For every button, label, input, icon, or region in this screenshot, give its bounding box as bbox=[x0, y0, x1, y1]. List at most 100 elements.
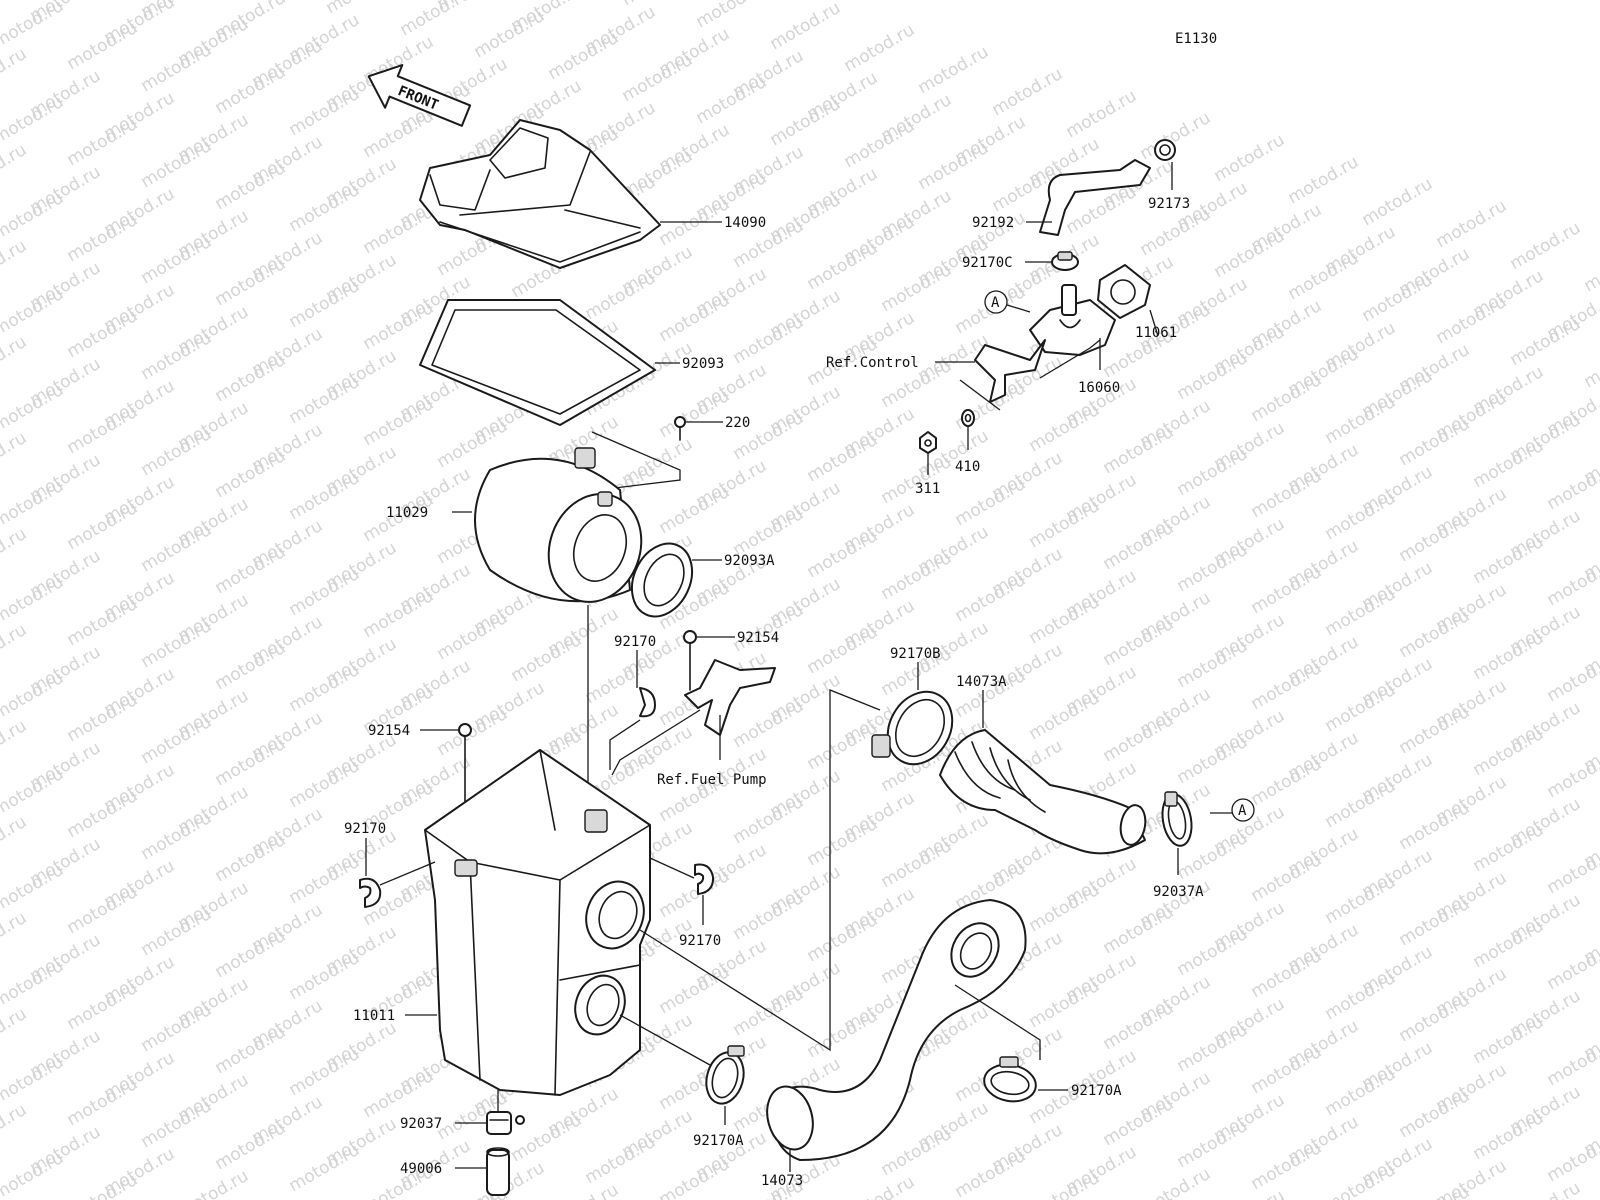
watermark-text: motod.ru bbox=[1581, 336, 1600, 392]
label-410: 410 bbox=[955, 459, 980, 475]
watermark-text: motod.ru bbox=[360, 298, 438, 354]
watermark-text: motod.ru bbox=[360, 106, 438, 162]
watermark-text: motod.ru bbox=[1470, 532, 1548, 588]
watermark-text: motod.ru bbox=[952, 474, 1030, 530]
watermark-text: motod.ru bbox=[212, 542, 290, 598]
watermark-text: motod.ru bbox=[656, 1154, 734, 1200]
part-16060-valve bbox=[1029, 284, 1116, 356]
watermark-text: motod.ru bbox=[1100, 422, 1178, 478]
watermark-text: motod.ru bbox=[1137, 108, 1215, 164]
watermark-text: motod.ru bbox=[434, 416, 512, 472]
watermark-text: motod.ru bbox=[360, 586, 438, 642]
watermark-text: motod.ru bbox=[878, 836, 956, 892]
watermark-text: motod.ru bbox=[878, 548, 956, 604]
watermark-text: motod.ru bbox=[212, 158, 290, 214]
watermark-text: motod.ru bbox=[138, 136, 216, 192]
ref-marker-a-upper: A bbox=[984, 290, 1008, 314]
watermark-text: motod.ru bbox=[1137, 204, 1215, 260]
watermark-text: motod.ru bbox=[952, 570, 1030, 626]
watermark-text: motod.ru bbox=[804, 1006, 882, 1062]
part-92170-clip-upper bbox=[639, 687, 656, 718]
label-16060: 16060 bbox=[1078, 380, 1120, 396]
watermark-text: motod.ru bbox=[1396, 1086, 1474, 1142]
watermark-text: motod.ru bbox=[138, 712, 216, 768]
watermark-text: motod.ru bbox=[64, 786, 142, 842]
watermark-text: motod.ru bbox=[1026, 496, 1104, 552]
watermark-text: motod.ru bbox=[1470, 724, 1548, 780]
part-11029-filter bbox=[474, 447, 643, 603]
watermark-text: motod.ru bbox=[841, 1172, 919, 1200]
watermark-text: motod.ru bbox=[1248, 946, 1326, 1002]
watermark-text: motod.ru bbox=[1211, 226, 1289, 282]
part-11011-housing bbox=[424, 749, 651, 1096]
watermark-text: motod.ru bbox=[360, 1066, 438, 1122]
label-14073: 14073 bbox=[761, 1173, 803, 1189]
watermark-text: motod.ru bbox=[804, 910, 882, 966]
part-14090-cover bbox=[419, 119, 661, 269]
watermark-text: motod.ru bbox=[0, 812, 30, 868]
watermark-text: motod.ru bbox=[64, 594, 142, 650]
watermark-text: motod.ru bbox=[138, 232, 216, 288]
part-220-screw bbox=[674, 416, 686, 441]
label-92170B: 92170B bbox=[890, 646, 941, 662]
label-92170-upper: 92170 bbox=[614, 634, 656, 650]
watermark-text: motod.ru bbox=[1285, 248, 1363, 304]
label-11029: 11029 bbox=[386, 505, 428, 521]
watermark-text: motod.ru bbox=[952, 378, 1030, 434]
watermark-text: motod.ru bbox=[767, 0, 845, 54]
part-11061-gasket bbox=[1097, 264, 1151, 319]
watermark-text: motod.ru bbox=[1470, 1012, 1548, 1068]
watermark-text: motod.ru bbox=[1433, 196, 1511, 252]
watermark-text: motod.ru bbox=[1174, 732, 1252, 788]
ref-marker-a-lower-text: A bbox=[1238, 803, 1247, 819]
part-92093A-seal bbox=[630, 542, 694, 618]
watermark-text: motod.ru bbox=[0, 428, 30, 484]
part-92170A-clamp-mid bbox=[705, 1045, 745, 1105]
watermark-text: motod.ru bbox=[286, 1044, 364, 1100]
watermark-text: motod.ru bbox=[1100, 518, 1178, 574]
watermark-text: motod.ru bbox=[1322, 968, 1400, 1024]
watermark-text: motod.ru bbox=[1322, 872, 1400, 928]
watermark-text: motod.ru bbox=[1100, 710, 1178, 766]
watermark-text: motod.ru bbox=[1174, 924, 1252, 980]
watermark-text: motod.ru bbox=[212, 734, 290, 790]
watermark-text: motod.ru bbox=[730, 504, 808, 560]
watermark-text: motod.ru bbox=[619, 50, 697, 106]
watermark-text: motod.ru bbox=[656, 386, 734, 442]
watermark-text: motod.ru bbox=[1470, 820, 1548, 876]
watermark-text: motod.ru bbox=[1285, 152, 1363, 208]
watermark-text: motod.ru bbox=[64, 690, 142, 746]
watermark-text: motod.ru bbox=[1248, 562, 1326, 618]
watermark-text: motod.ru bbox=[212, 446, 290, 502]
label-92170A-mid: 92170A bbox=[693, 1133, 744, 1149]
watermark-text: motod.ru bbox=[138, 1096, 216, 1152]
watermark-text: motod.ru bbox=[1248, 466, 1326, 522]
label-92170-right: 92170 bbox=[679, 933, 721, 949]
part-92192-hose bbox=[1039, 159, 1151, 236]
watermark-text: motod.ru bbox=[0, 1004, 30, 1060]
part-92170-clip-right bbox=[694, 863, 715, 895]
watermark-text: motod.ru bbox=[286, 1140, 364, 1196]
watermark-text: motod.ru bbox=[64, 114, 142, 170]
part-92173-clamp bbox=[1154, 139, 1176, 161]
watermark-text: motod.ru bbox=[0, 332, 30, 388]
part-92037A-clamp bbox=[1161, 791, 1193, 847]
watermark-text: motod.ru bbox=[1507, 1178, 1585, 1200]
watermark-text: motod.ru bbox=[1174, 1020, 1252, 1076]
watermark-text: motod.ru bbox=[138, 520, 216, 576]
fuel-pump-bracket bbox=[684, 659, 776, 736]
part-311-nut bbox=[919, 431, 937, 454]
part-92170A-clamp-right bbox=[983, 1056, 1037, 1103]
watermark-text: motod.ru bbox=[1248, 658, 1326, 714]
watermark-text: motod.ru bbox=[0, 140, 30, 196]
watermark-text: motod.ru bbox=[804, 814, 882, 870]
watermark-text: motod.ru bbox=[1396, 798, 1474, 854]
watermark-text: motod.ru bbox=[1322, 1160, 1400, 1200]
part-92154-bolt-right bbox=[683, 630, 697, 691]
watermark-text: motod.ru bbox=[286, 180, 364, 236]
watermark-text: motod.ru bbox=[1322, 392, 1400, 448]
label-92192: 92192 bbox=[972, 215, 1014, 231]
label-92170A-right: 92170A bbox=[1071, 1083, 1122, 1099]
watermark-text: motod.ru bbox=[1433, 292, 1511, 348]
